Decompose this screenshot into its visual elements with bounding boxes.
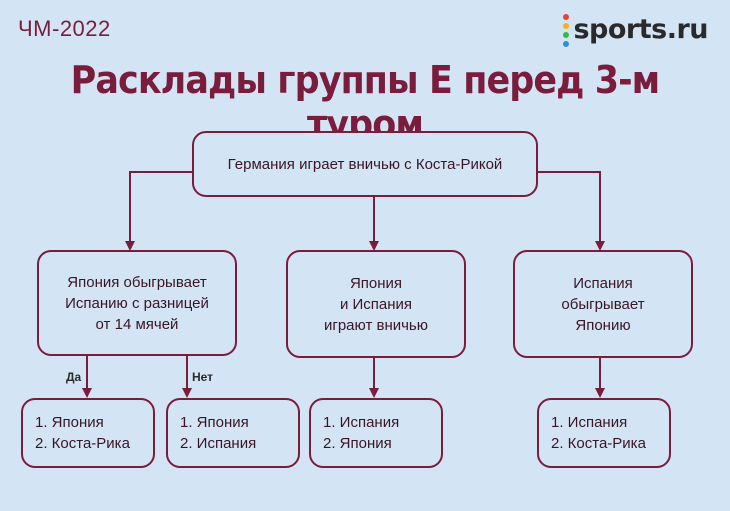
logo-dot xyxy=(563,23,570,29)
result-box-scenario-2: 1. Испания 2. Япония xyxy=(309,398,443,468)
logo-text: sports.ru xyxy=(573,14,708,45)
tournament-label: ЧМ-2022 xyxy=(18,16,111,41)
scenario-1-box: Япония обыгрывает Испанию с разницей от … xyxy=(37,250,237,356)
logo-dot xyxy=(563,41,570,47)
branch-label-yes: Да xyxy=(66,370,82,384)
connector-root-left xyxy=(125,171,192,251)
logo-dots-icon xyxy=(563,14,570,47)
logo-dot xyxy=(563,32,570,38)
result-box-no: 1. Япония 2. Испания xyxy=(166,398,300,468)
sports-ru-logo: sports.ru xyxy=(563,12,708,47)
result-box-scenario-3: 1. Испания 2. Коста-Рика xyxy=(537,398,671,468)
connector-root-right xyxy=(538,171,605,251)
branch-label-no: Нет xyxy=(192,370,214,384)
scenario-2-box: Япония и Испания играют вничью xyxy=(286,250,466,358)
root-condition-box: Германия играет вничью с Коста-Рикой xyxy=(192,131,538,197)
result-box-yes: 1. Япония 2. Коста-Рика xyxy=(21,398,155,468)
scenario-3-box: Испания обыгрывает Японию xyxy=(513,250,693,358)
logo-dot xyxy=(563,14,570,20)
